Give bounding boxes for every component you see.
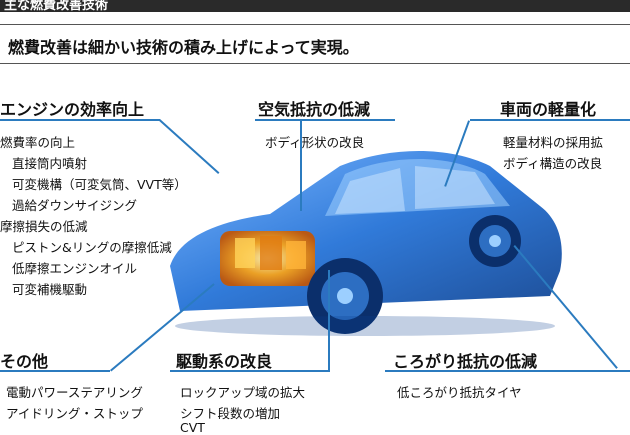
engine-item: 低摩擦エンジンオイル xyxy=(12,261,138,276)
engine-item: 過給ダウンサイジング xyxy=(12,198,138,213)
subtitle: 燃費改善は細かい技術の積み上げによって実現。 xyxy=(8,38,359,57)
other-title: その他 xyxy=(0,352,49,371)
engine-item: 摩擦損失の低減 xyxy=(0,219,88,234)
other-item: 電動パワーステアリング xyxy=(6,385,143,400)
engine-item: 可変機構（可変気筒、VVT等） xyxy=(12,177,187,192)
car-illustration xyxy=(150,96,570,356)
weight-item: ボディ構造の改良 xyxy=(503,156,603,171)
engine-item: 直接筒内噴射 xyxy=(12,156,88,171)
rolling-underline xyxy=(385,370,630,372)
subtitle-box: 燃費改善は細かい技術の積み上げによって実現。 xyxy=(0,24,630,64)
engine-item: 可変補機駆動 xyxy=(12,282,88,297)
other-underline xyxy=(0,370,110,372)
engine-item: 燃費率の向上 xyxy=(0,135,76,150)
weight-item: 軽量材料の採用拡 xyxy=(503,135,604,150)
engine-underline xyxy=(0,119,160,121)
drive-title: 駆動系の改良 xyxy=(176,352,273,371)
rolling-item: 低ころがり抵抗タイヤ xyxy=(397,385,522,400)
weight-title: 車両の軽量化 xyxy=(500,100,597,119)
header-title: 主な燃費改善技術 xyxy=(4,0,109,12)
header-band: 主な燃費改善技術 xyxy=(0,0,630,12)
engine-item: ピストン&リングの摩擦低減 xyxy=(12,240,172,255)
air-underline xyxy=(255,119,395,121)
weight-underline xyxy=(470,119,630,121)
drive-underline xyxy=(170,370,330,372)
engine-title: エンジンの効率向上 xyxy=(0,100,145,119)
drive-item: ロックアップ域の拡大 xyxy=(180,385,306,400)
drive-item: シフト段数の増加 xyxy=(180,406,281,421)
air-item: ボディ形状の改良 xyxy=(265,135,365,150)
air-connector xyxy=(300,121,302,211)
air-title: 空気抵抗の低減 xyxy=(258,100,371,119)
rolling-title: ころがり抵抗の低減 xyxy=(393,352,538,371)
drive-connector xyxy=(328,270,330,370)
other-item: アイドリング・ストップ xyxy=(6,406,143,421)
